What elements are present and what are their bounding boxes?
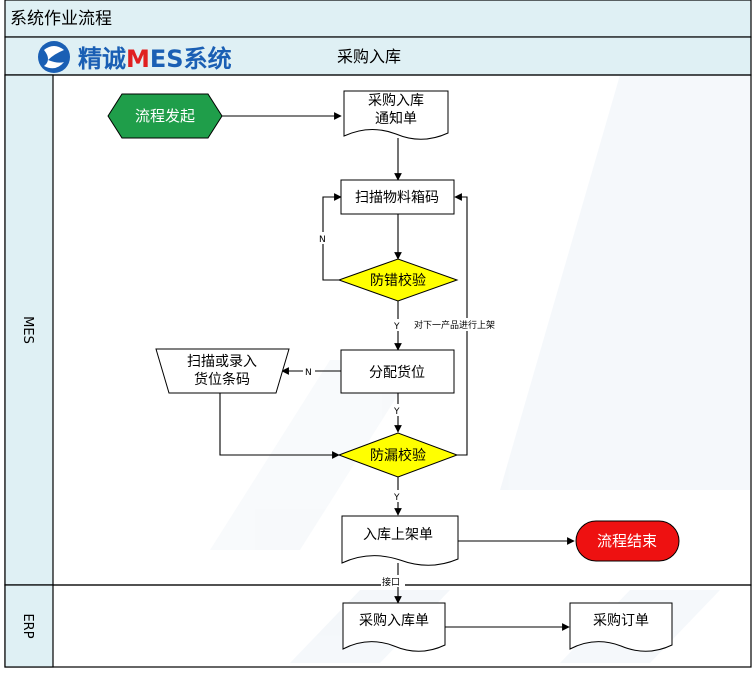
label-y-assign: Y	[393, 407, 400, 417]
label-interface: 接口	[382, 576, 400, 588]
node-notice: 采购入库 通知单	[343, 90, 449, 140]
node-erp-stock-in: 采购入库单	[342, 602, 446, 652]
node-assign-location-label: 分配货位	[369, 364, 425, 381]
node-scan-location-label-1: 扫描或录入	[187, 354, 257, 370]
edge-labels: N Y N Y Y 对下一产品进行上架 接口	[303, 232, 518, 588]
node-notice-label-2: 通知单	[375, 110, 417, 127]
logo-text: 精诚MES系统	[78, 45, 232, 73]
node-scan-box-label: 扫描物料箱码	[355, 190, 439, 206]
lane-mes-label-cell	[4, 74, 54, 586]
label-next-product: 对下一产品进行上架	[414, 319, 495, 331]
header-bar	[4, 36, 752, 76]
window-title: 系统作业流程	[10, 9, 112, 29]
lane-mes-label: MES	[20, 316, 35, 344]
node-erp-po-label: 采购订单	[593, 613, 649, 629]
node-end-label: 流程结束	[597, 532, 657, 550]
logo-swirl-icon	[44, 46, 64, 69]
process-title: 采购入库	[337, 47, 401, 66]
node-check-error-label: 防错校验	[370, 272, 426, 289]
label-n-error: N	[319, 235, 326, 245]
node-shelf-doc: 入库上架单	[341, 515, 459, 566]
node-check-error: 防错校验	[337, 258, 459, 302]
lane-erp-label-cell	[4, 584, 54, 668]
node-assign-location: 分配货位	[340, 349, 455, 394]
background-watermark	[210, 75, 750, 663]
lane-erp-label: ERP	[20, 613, 35, 638]
node-notice-label-1: 采购入库	[368, 93, 424, 109]
edge-scanloc-to-miss	[219, 393, 340, 459]
node-start: 流程发起	[107, 93, 223, 139]
node-scan-location-label-2: 货位条码	[194, 371, 250, 388]
logo-icon	[38, 41, 70, 73]
title-bar	[4, 0, 752, 38]
node-end: 流程结束	[575, 520, 680, 562]
label-y-error: Y	[393, 322, 400, 332]
node-erp-stock-in-label: 采购入库单	[359, 613, 429, 629]
node-erp-po: 采购订单	[569, 602, 673, 652]
node-scan-location: 扫描或录入 货位条码	[155, 348, 290, 394]
node-scan-box: 扫描物料箱码	[340, 179, 455, 215]
node-check-miss: 防漏校验	[337, 432, 459, 478]
label-y-miss: Y	[393, 493, 400, 503]
node-check-miss-label: 防漏校验	[370, 447, 426, 464]
label-n-assign: N	[305, 368, 312, 378]
node-shelf-doc-label: 入库上架单	[363, 527, 433, 543]
node-start-label: 流程发起	[135, 107, 195, 125]
logo: 精诚MES系统	[38, 41, 232, 73]
